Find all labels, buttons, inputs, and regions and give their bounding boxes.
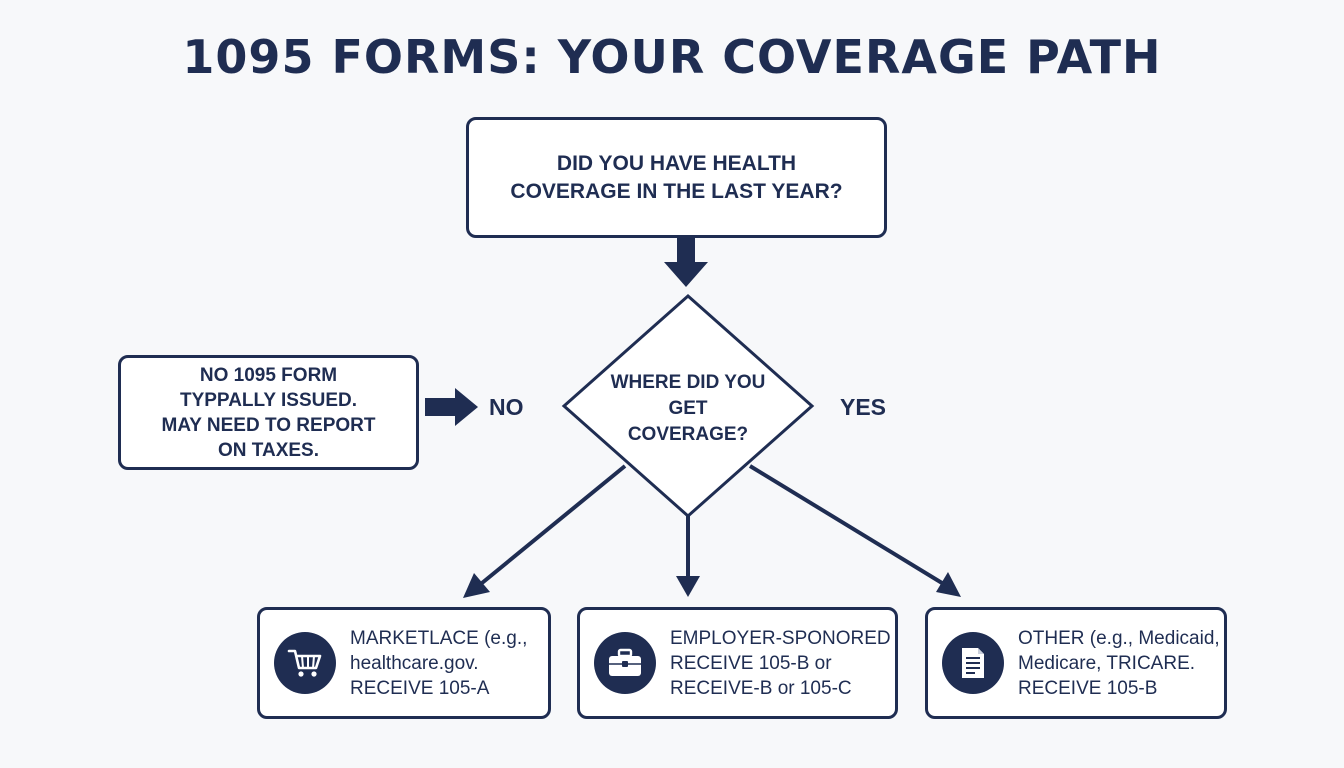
employer-line-3: RECEIVE-B or 105-C	[670, 677, 852, 699]
decision-line-3: COVERAGE?	[627, 424, 749, 445]
question-line-2: COVERAGE IN THE LAST YEAR?	[510, 179, 843, 203]
other-line-1: OTHER (e.g., Medicaid,	[1018, 627, 1220, 649]
question-line-1: DID YOU HAVE HEALTH	[556, 151, 797, 175]
briefcase-icon	[594, 632, 656, 694]
arrow-to-other	[748, 464, 961, 597]
employer-line-1: EMPLOYER-SPONORED	[670, 627, 891, 649]
arrow-to-employer	[676, 516, 700, 597]
no-box-line-1: NO 1095 FORM	[199, 364, 338, 386]
arrow-no-branch	[425, 388, 478, 426]
question-box: DID YOU HAVE HEALTH COVERAGE IN THE LAST…	[466, 117, 887, 238]
no-box-line-4: ON TAXES.	[218, 439, 319, 461]
employer-line-2: RECEIVE 105-B or	[670, 652, 832, 674]
document-icon	[942, 632, 1004, 694]
outcome-card-marketplace: MARKETLACE (e.g., healthcare.gov. RECEIV…	[257, 607, 551, 719]
marketplace-line-3: RECEIVE 105-A	[350, 677, 490, 699]
decision-line-2: GET	[668, 398, 708, 419]
no-box-line-2: TYPPALLY ISSUED.	[179, 389, 358, 411]
marketplace-line-2: healthcare.gov.	[350, 652, 479, 674]
decision-line-1: WHERE DID YOU	[610, 372, 766, 393]
arrow-to-marketplace	[463, 464, 627, 598]
no-label: NO	[489, 394, 524, 420]
no-box-line-3: MAY NEED TO REPORT	[161, 414, 376, 436]
yes-label: YES	[840, 394, 887, 420]
page-title: 1095 FORMS: YOUR COVERAGE PATH	[182, 30, 1162, 84]
shopping-cart-icon	[274, 632, 336, 694]
other-line-3: RECEIVE 105-B	[1018, 677, 1158, 699]
decision-text: WHERE DID YOU GET COVERAGE?	[588, 370, 788, 448]
marketplace-line-1: MARKETLACE (e.g.,	[350, 627, 528, 649]
no-coverage-box: NO 1095 FORM TYPPALLY ISSUED. MAY NEED T…	[118, 355, 419, 470]
other-line-2: Medicare, TRICARE.	[1018, 652, 1196, 674]
arrow-question-to-decision	[664, 238, 708, 287]
outcome-card-employer: EMPLOYER-SPONORED RECEIVE 105-B or RECEI…	[577, 607, 898, 719]
outcome-card-other: OTHER (e.g., Medicaid, Medicare, TRICARE…	[925, 607, 1227, 719]
